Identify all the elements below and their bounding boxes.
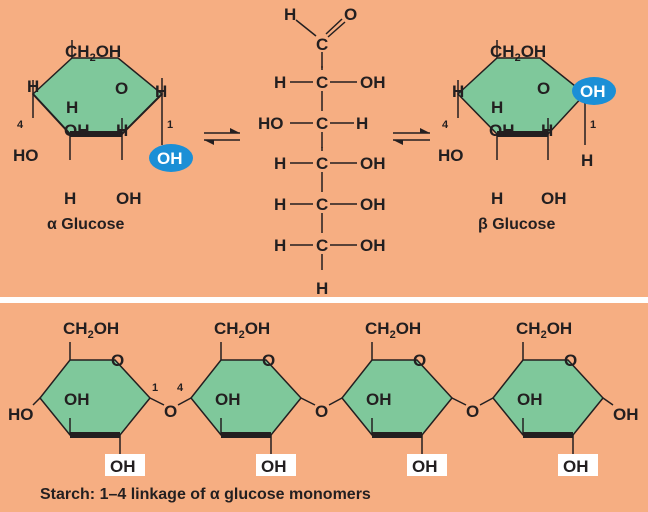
chain-row: H C OH: [274, 147, 386, 188]
chain-row: HO C H: [258, 107, 368, 148]
glycosidic-oxygen: O: [164, 402, 177, 421]
oh-label: OH: [541, 189, 567, 208]
glucose-monomer: CH2OH O OH OH OH: [492, 319, 639, 476]
oh-label: OH: [412, 457, 438, 476]
ring-oxygen: O: [537, 79, 550, 98]
h-label: H: [452, 82, 464, 101]
right-substituent: OH: [360, 73, 386, 92]
ho-label: HO: [438, 146, 464, 165]
ch2oh-label: CH2OH: [365, 319, 421, 341]
carbon-label: C: [316, 236, 328, 255]
h-label: H: [541, 121, 553, 140]
oh-highlight-box: [105, 454, 145, 476]
glucose-monomer: CH2OH O OH OH O: [190, 319, 343, 476]
h-label: H: [316, 279, 328, 298]
chain-row: H C OH: [274, 229, 386, 270]
right-substituent: OH: [360, 236, 386, 255]
beta-caption: β Glucose: [478, 216, 555, 233]
left-substituent: H: [274, 195, 286, 214]
ring-oxygen: O: [564, 351, 577, 370]
alpha-caption: α Glucose: [47, 216, 125, 233]
carbon-label: C: [316, 114, 328, 133]
oh-label: OH: [261, 457, 287, 476]
carbon-label: C: [316, 73, 328, 92]
h-label: H: [491, 189, 503, 208]
equilibrium-arrow-right: [393, 128, 430, 145]
h-label: H: [491, 98, 503, 117]
carbon-1-number: 1: [167, 119, 173, 131]
chain-row: H C OH: [274, 66, 386, 107]
oh-label: OH: [489, 121, 515, 140]
ho-label: HO: [8, 405, 34, 424]
ring-oxygen: O: [413, 351, 426, 370]
starch-caption: Starch: 1–4 linkage of α glucose monomer…: [40, 486, 371, 503]
left-substituent: H: [274, 236, 286, 255]
right-substituent: OH: [360, 154, 386, 173]
anomeric-oh-highlight: [572, 77, 616, 105]
h-label: H: [284, 5, 296, 24]
ch2oh-label: CH2OH: [65, 42, 121, 64]
aldehyde-oxygen: O: [344, 5, 357, 24]
ring-oxygen: O: [262, 351, 275, 370]
carbon-1-number: 1: [590, 119, 596, 131]
h-label: H: [64, 189, 76, 208]
linear-glucose: H O C H H C OH HO C H H C OH H C OH H C OH: [258, 5, 386, 298]
equilibrium-arrow-left: [204, 128, 240, 145]
anomeric-oh-highlight: [149, 144, 193, 172]
ring-oxygen: O: [115, 79, 128, 98]
chain-row: H C OH: [274, 188, 386, 229]
left-substituent: HO: [258, 114, 284, 133]
glycosidic-oxygen: O: [315, 402, 328, 421]
carbon-4-number: 4: [17, 119, 24, 131]
left-substituent: H: [274, 154, 286, 173]
h-label: H: [581, 151, 593, 170]
h-label: H: [27, 77, 39, 96]
right-substituent: H: [356, 114, 368, 133]
ch2oh-label: CH2OH: [214, 319, 270, 341]
right-substituent: OH: [360, 195, 386, 214]
ch2oh-label: CH2OH: [490, 42, 546, 64]
carbon-4-number: 4: [442, 119, 449, 131]
glycosidic-oxygen: O: [466, 402, 479, 421]
carbon-label: C: [316, 195, 328, 214]
beta-glucose: CH2OH O H 4 1 H OH H HO OH H H OH β Gluc…: [438, 40, 616, 233]
h-label: H: [155, 82, 167, 101]
oh-label: OH: [110, 457, 136, 476]
oh-label: OH: [517, 390, 543, 409]
carbon-4-number: 4: [177, 382, 184, 394]
separator: [0, 297, 648, 303]
carbon-label: C: [316, 35, 328, 54]
ho-label: HO: [13, 146, 39, 165]
oh-label: OH: [366, 390, 392, 409]
anomeric-oh-label: OH: [157, 149, 183, 168]
carbon-label: C: [316, 154, 328, 173]
carbon-1-number: 1: [152, 382, 158, 394]
oh-highlight-box: [407, 454, 447, 476]
oh-label: OH: [215, 390, 241, 409]
glucose-monomer: CH2OH O OH OH O: [341, 319, 494, 476]
oh-label: OH: [563, 457, 589, 476]
anomeric-oh-label: OH: [580, 82, 606, 101]
oh-label: OH: [64, 121, 90, 140]
left-substituent: H: [274, 73, 286, 92]
oh-label: OH: [116, 189, 142, 208]
h-label: H: [116, 121, 128, 140]
ch2oh-label: CH2OH: [63, 319, 119, 341]
oh-highlight-box: [256, 454, 296, 476]
ring-oxygen: O: [111, 351, 124, 370]
ch2oh-label: CH2OH: [516, 319, 572, 341]
oh-label: OH: [64, 390, 90, 409]
h-label: H: [66, 98, 78, 117]
oh-highlight-box: [558, 454, 598, 476]
alpha-glucose: CH2OH O H H 4 1 H OH H HO OH H OH α Gluc…: [13, 40, 193, 233]
oh-label: OH: [613, 405, 639, 424]
